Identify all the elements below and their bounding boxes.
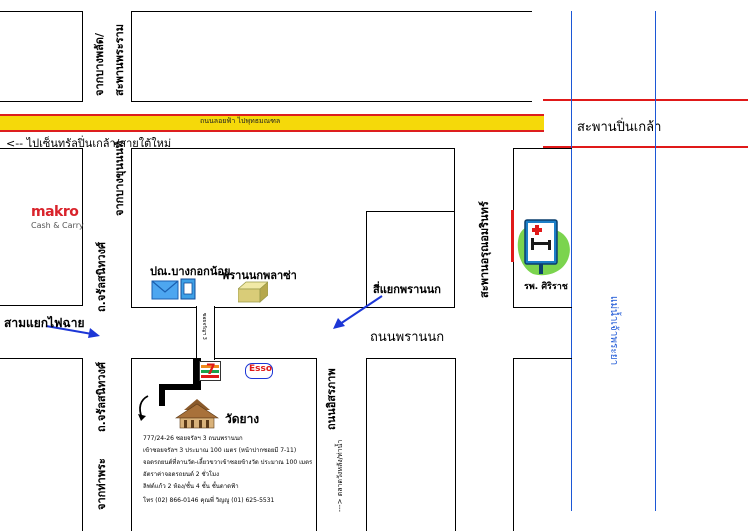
label-sanam-charoen: สะพานอรุณอมรินทร์ (478, 201, 491, 298)
block-top-center (131, 11, 532, 102)
label-si-yaek-pranok: สี่แยกพรานนก (373, 283, 441, 296)
block-middle-center (131, 148, 455, 308)
label-esso: Esso (249, 364, 273, 374)
route-path (159, 358, 201, 406)
turn-arrow-icon (138, 395, 149, 421)
expressway-band (0, 114, 544, 132)
label-from-bang-khun-non: จากบางขุนนนท์ (113, 140, 126, 216)
mailbox-icon (180, 278, 196, 300)
label-from-tha-phra: จากท่าพระ (95, 458, 108, 510)
label-down-wang-lang: ---> ตลาดวังหลัง/ท่าน้ำ (336, 439, 344, 512)
arrow-sam-yaek (45, 325, 100, 338)
hospital-red-mark (511, 210, 514, 262)
label-thanon-pranok: ถนนพรานนก (370, 330, 445, 345)
label-small-lane: ซอยจรัญฯ 3 (201, 313, 207, 340)
label-pranok-plaza: พรานนกพลาซ่า (222, 269, 297, 282)
label-siriraj: รพ. ศิริราช (524, 282, 568, 292)
river-right-bank (655, 11, 656, 511)
info-line: ลิฟต์แก้ว 2 ห้อง/ชั้น 4 ชั้น ชั้นดาดฟ้า (143, 483, 239, 490)
label-saphan-pinklao: สะพานปิ่นเกล้า (577, 120, 662, 135)
label-thanon-itsaraphap: ถนนอิสรภาพ (325, 368, 338, 430)
hospital-icon (517, 219, 570, 276)
inner-road-bottom (366, 211, 454, 212)
block-top-left (0, 11, 83, 102)
esso-logo (245, 363, 273, 379)
info-line: จอดรถยนต์ที่ลานวัด-เลี้ยวขวาเข้าซอยข้างว… (143, 459, 313, 466)
bridge-line-bottom (543, 146, 748, 148)
bridge-line-top (543, 99, 748, 101)
label-post-office: ปณ.บางกอกน้อย (150, 265, 231, 278)
inner-road-left (366, 212, 367, 307)
label-to-pinklao-south: <-- ไปเซ็นทรัลปิ่นเกล้า/สายใต้ใหม่ (6, 137, 172, 150)
label-saphan-phra-ram: สะพานพระราม (113, 24, 126, 96)
info-line: เข้าซอยจรัลฯ 3 ประมาณ 100 เมตร (หน้าปากซ… (143, 447, 297, 454)
temple-icon (175, 399, 219, 429)
block-bottom-left (0, 358, 83, 531)
river-left-bank (571, 11, 572, 511)
inner-road-top (366, 148, 367, 149)
label-wat-yang: วัดยาง (225, 412, 260, 426)
seven-eleven-icon (199, 361, 221, 381)
label-expressway: ถนนลอยฟ้า ไปพุทธมณฑล (200, 117, 281, 125)
info-line: อัตราค่าจอดรถยนต์ 2 ชั่วโมง (143, 471, 220, 478)
info-line: โทร (02) 866-0146 คุณพี่ วิญญู (01) 625-… (143, 497, 275, 504)
label-seven-eleven: 7 (206, 362, 216, 378)
mail-icon (151, 280, 179, 300)
info-line: 777/24-26 ซอยจรัลฯ 3 ถนนพรานนก (143, 435, 243, 442)
makro-logo: makro (31, 204, 79, 220)
label-charansanitwong-bottom: ถ.จรัลสนิทวงศ์ (95, 362, 108, 432)
block-bottom-center (131, 358, 317, 531)
makro-subtitle: Cash & Carry (31, 221, 84, 230)
block-bottom-mid (366, 358, 456, 531)
label-charansanitwong-top: ถ.จรัลสนิทวงศ์ (95, 242, 108, 312)
block-bottom-right (513, 358, 572, 531)
label-sam-yaek-fai-chai: สามแยกไฟฉาย (4, 316, 85, 330)
label-from-bang-phlat: จากบางพลัด/ (93, 33, 106, 96)
plaza-building-icon (238, 281, 268, 303)
label-chao-phraya: แม่น้ำเจ้าพระยา (608, 296, 619, 366)
soi-lane (196, 306, 215, 360)
block-middle-left (0, 148, 83, 306)
arrow-si-yaek (333, 295, 383, 329)
